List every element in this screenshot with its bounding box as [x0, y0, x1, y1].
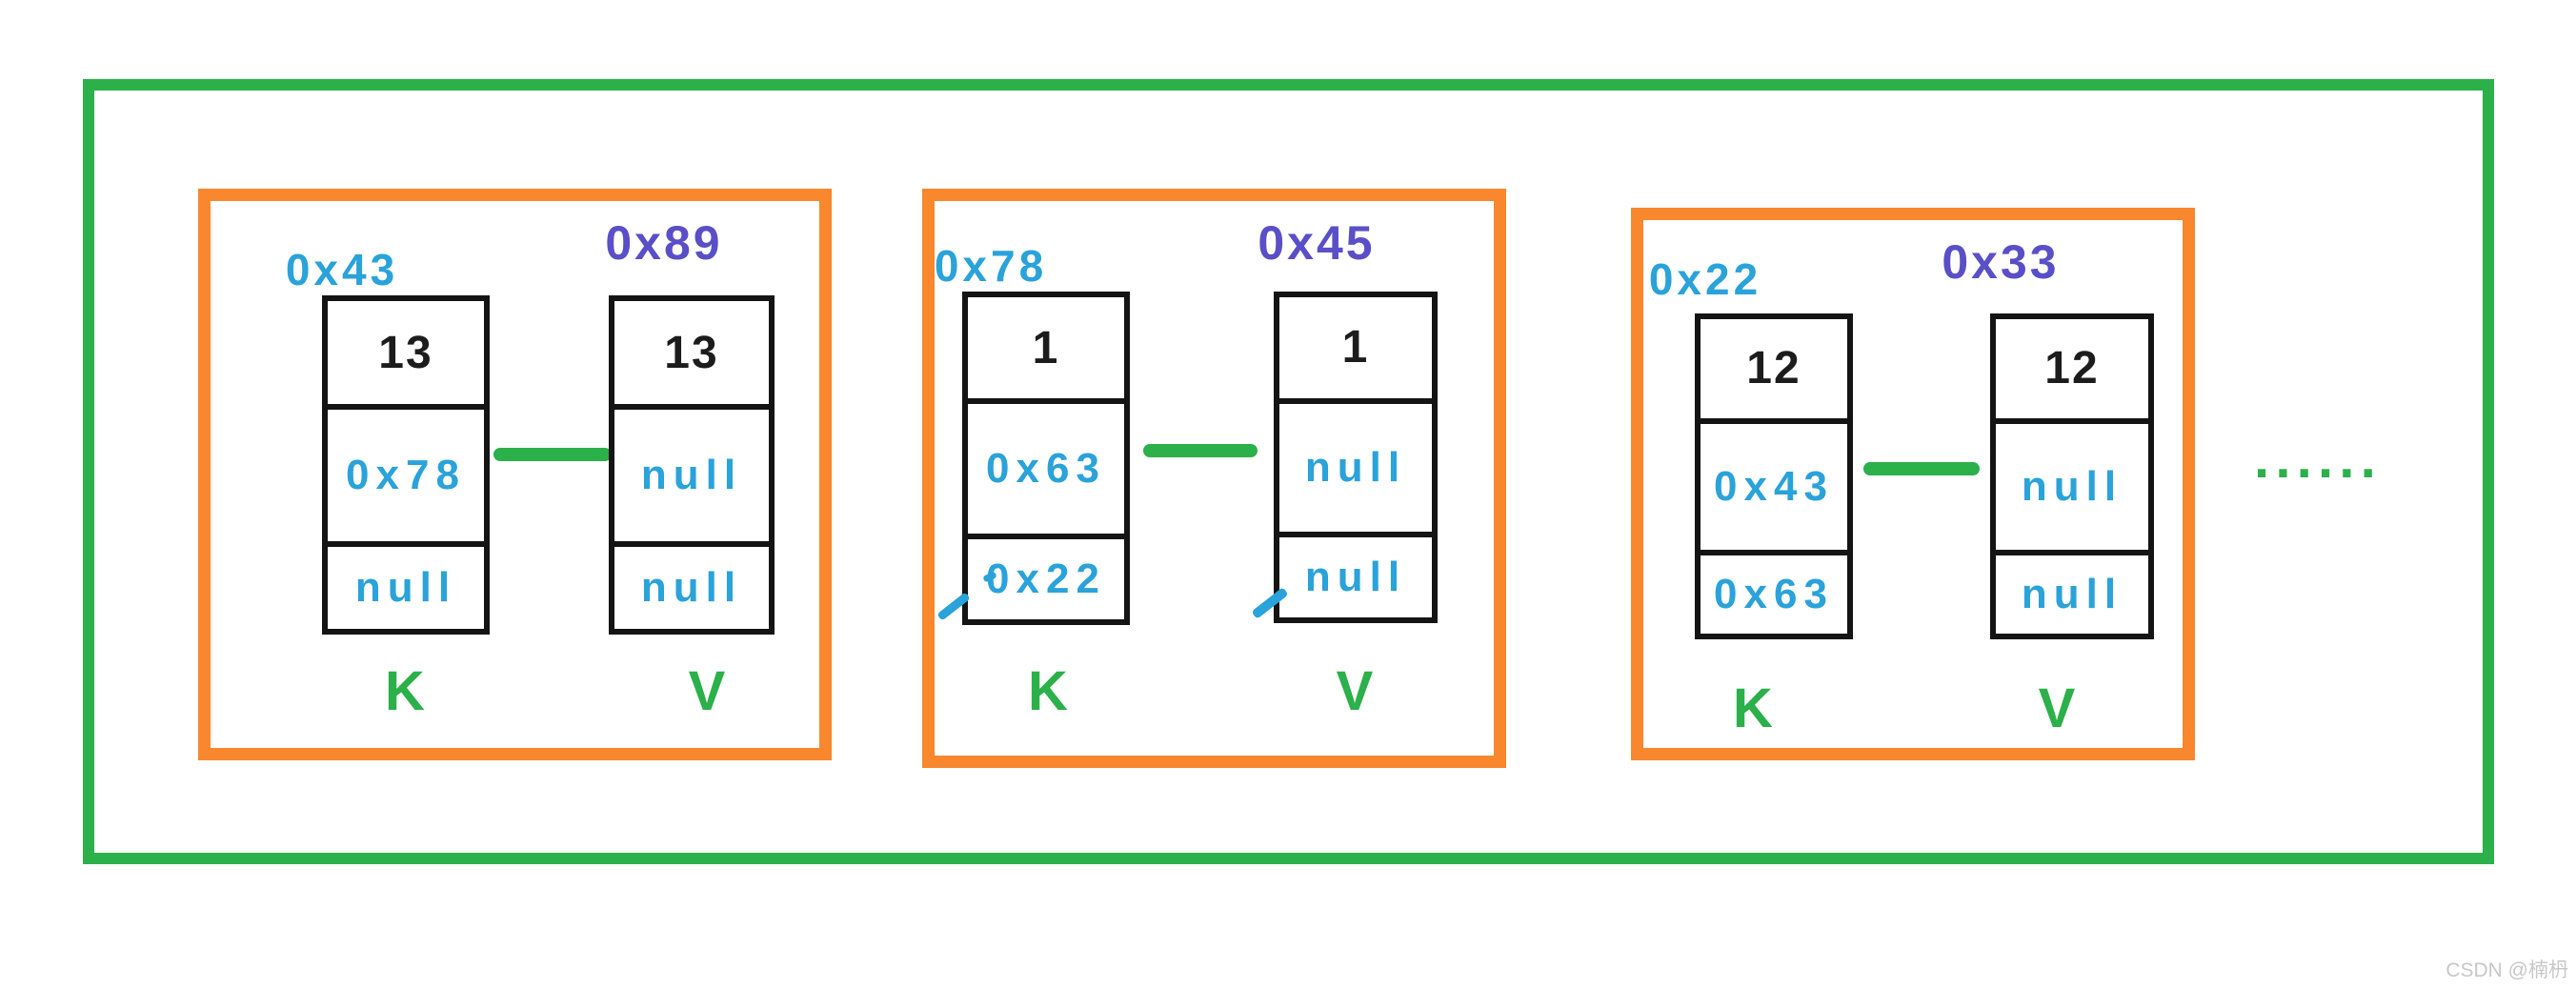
v-address-label: 0x89 — [605, 216, 723, 270]
v-node-box: 13 null null — [609, 295, 775, 635]
v-cell-pointer-1: null — [1279, 397, 1432, 532]
continuation-dots: ······ — [2254, 442, 2382, 504]
v-cell-pointer-2: null — [1279, 532, 1432, 617]
k-address-label: 0x22 — [1648, 254, 1762, 304]
k-cell-value: 12 — [1746, 343, 1801, 394]
v-cell-pointer-1: null — [1996, 417, 2148, 550]
k-node-box: 1 0x63 0x22 — [962, 292, 1130, 625]
k-cell-pointer-1: 0x63 — [968, 398, 1124, 533]
outer-container-frame — [83, 79, 2494, 864]
v-column-label: V — [2038, 677, 2076, 739]
k-column-label: K — [385, 660, 425, 722]
k-cell-pointer-2: 0x22 — [968, 533, 1124, 619]
k-cell-pointer-1: 0x78 — [328, 404, 484, 541]
watermark-text: CSDN @楠枬 — [2445, 959, 2568, 981]
v-cell-pointer-1: null — [614, 404, 769, 541]
k-node-box: 13 0x78 null — [322, 295, 490, 635]
v-cell-pointer-2: null — [1996, 549, 2148, 634]
k-column-label: K — [1733, 677, 1773, 739]
v-address-label: 0x45 — [1258, 216, 1376, 270]
k-column-label: K — [1028, 660, 1068, 722]
k-cell-pointer-2: null — [328, 540, 484, 629]
k-cell-pointer-1: 0x43 — [1701, 417, 1847, 550]
k-address-label: 0x43 — [285, 245, 399, 294]
k-v-link-line — [1863, 462, 1980, 475]
k-address-label: 0x78 — [934, 241, 1048, 291]
bucket-frame-2 — [922, 189, 1506, 768]
v-cell-pointer-2: null — [614, 540, 769, 629]
v-column-label: V — [1336, 660, 1374, 722]
v-address-label: 0x33 — [1942, 235, 2060, 289]
v-column-label: V — [688, 660, 726, 722]
k-cell-value: 13 — [378, 327, 433, 378]
bucket-frame-1 — [198, 189, 832, 760]
v-node-box: 1 null null — [1274, 292, 1438, 623]
k-node-box: 12 0x43 0x63 — [1695, 313, 1853, 639]
v-cell-value: 1 — [1341, 322, 1370, 373]
k-v-link-line — [493, 448, 612, 461]
k-v-link-line — [1143, 444, 1258, 457]
k-cell-value: 1 — [1032, 322, 1060, 373]
v-cell-value: 13 — [664, 327, 719, 378]
k-cell-pointer-2: 0x63 — [1701, 549, 1847, 634]
v-node-box: 12 null null — [1990, 313, 2154, 639]
v-cell-value: 12 — [2044, 343, 2100, 394]
bucket-frame-3 — [1631, 208, 2195, 760]
